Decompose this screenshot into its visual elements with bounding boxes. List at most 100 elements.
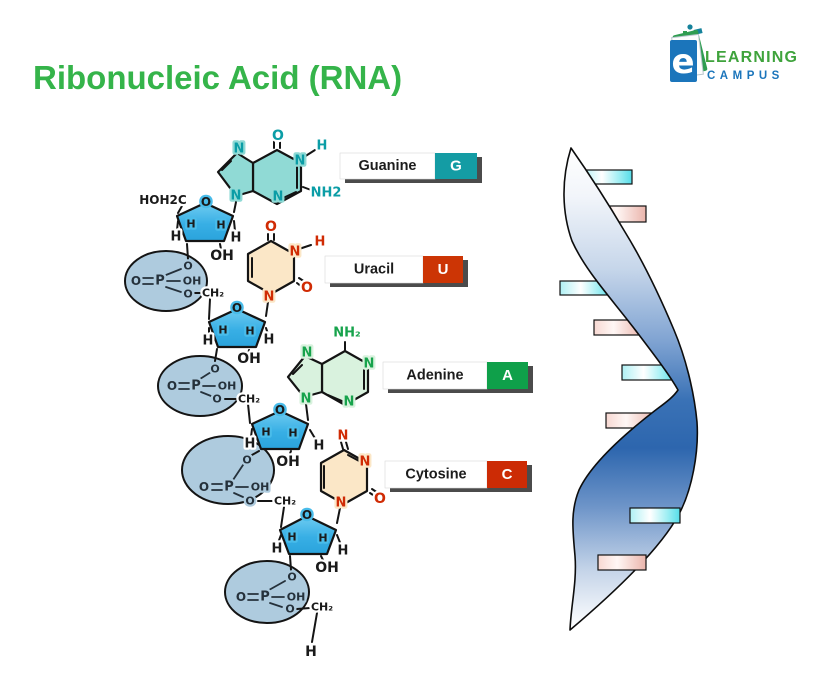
atom-label: N bbox=[301, 392, 312, 407]
atom-label: CH₂ bbox=[311, 601, 333, 614]
atom-label: N bbox=[336, 496, 347, 511]
atom-label: O bbox=[301, 280, 313, 296]
ribose-2 bbox=[207, 307, 267, 349]
base-name-text: Cytosine bbox=[405, 467, 466, 483]
atom-label: N bbox=[231, 189, 242, 204]
label-name-box bbox=[382, 361, 488, 390]
atom-label: H bbox=[231, 231, 242, 246]
atom-label: O bbox=[131, 274, 141, 288]
atom-label: OH bbox=[218, 380, 237, 393]
atom-label: O bbox=[212, 393, 221, 406]
ribose-3 bbox=[250, 409, 310, 451]
atom-label: H bbox=[203, 334, 214, 349]
adenine-ring bbox=[286, 341, 370, 407]
base-label-uracil: Uracil U bbox=[324, 255, 468, 287]
atom-label: CH₂ bbox=[274, 495, 296, 508]
phosphate-1 bbox=[124, 250, 208, 312]
phosphate-bonds bbox=[142, 268, 286, 608]
book-icon: e bbox=[670, 24, 708, 82]
label-letter-box bbox=[435, 153, 477, 179]
atom-label: OH bbox=[315, 560, 339, 576]
atom-label: NH₂ bbox=[333, 326, 360, 341]
helix-bars-front bbox=[597, 507, 681, 571]
atom-label: N bbox=[273, 190, 284, 205]
atom-label: O bbox=[287, 571, 296, 584]
atom-label: N bbox=[344, 395, 355, 410]
atom-label: O bbox=[302, 508, 312, 522]
atom-label: HOH2C bbox=[139, 193, 187, 207]
label-letter-box bbox=[423, 256, 463, 283]
base-label-adenine: Adenine A bbox=[382, 361, 533, 393]
base-name-text: Adenine bbox=[406, 368, 463, 384]
atom-label: H bbox=[272, 542, 283, 557]
helix-base-bar-cyan bbox=[629, 507, 681, 524]
atom-label: H bbox=[218, 324, 227, 337]
phosphate-3 bbox=[181, 435, 275, 505]
atom-label: H bbox=[171, 230, 182, 245]
label-letter-box bbox=[487, 362, 528, 389]
atom-label: H bbox=[216, 219, 225, 232]
atom-label: P bbox=[260, 590, 270, 605]
atom-label: OH bbox=[287, 591, 306, 604]
atom-label: OH bbox=[237, 351, 261, 367]
logo-campus-text: CAMPUS bbox=[707, 70, 784, 82]
phosphate-4 bbox=[224, 560, 310, 624]
atom-label: O bbox=[232, 301, 242, 315]
atom-label: H bbox=[261, 426, 270, 439]
logo-learning-text: LEARNING bbox=[705, 49, 798, 66]
atom-label: O bbox=[167, 379, 177, 393]
atom-label: O bbox=[183, 260, 192, 273]
label-name-box bbox=[324, 255, 424, 284]
atom-label: H bbox=[338, 544, 349, 559]
atom-label: OH bbox=[251, 481, 270, 494]
rna-helix bbox=[559, 147, 699, 631]
base-letter-text: A bbox=[502, 367, 513, 384]
atom-label: H bbox=[245, 437, 256, 452]
atom-label: N bbox=[264, 290, 275, 305]
atom-label: N bbox=[295, 154, 306, 169]
base-name-text: Guanine bbox=[358, 158, 416, 174]
atom-label: H bbox=[287, 531, 296, 544]
atom-label: O bbox=[285, 603, 294, 616]
atom-label: NH2 bbox=[311, 186, 342, 201]
base-letter-text: C bbox=[502, 466, 513, 483]
atom-label: H bbox=[186, 218, 195, 231]
atom-label: CH₂ bbox=[202, 287, 224, 300]
uracil-ring bbox=[246, 233, 312, 296]
atom-label: O bbox=[242, 454, 251, 467]
atom-label: O bbox=[201, 195, 211, 209]
helix-base-bar-pink bbox=[597, 554, 647, 571]
logo-e: e bbox=[671, 42, 694, 82]
ribose-4 bbox=[278, 514, 338, 556]
atom-label: O bbox=[265, 219, 277, 235]
atom-label: O bbox=[183, 288, 192, 301]
atom-label: H bbox=[318, 532, 327, 545]
page-title: Ribonucleic Acid (RNA) bbox=[33, 59, 402, 96]
atom-label: P bbox=[224, 480, 234, 495]
chain-bonds bbox=[176, 201, 342, 643]
atom-label: N bbox=[364, 357, 375, 372]
atom-label: OH bbox=[183, 275, 202, 288]
elearning-logo: e LEARNING CAMPUS bbox=[670, 24, 798, 82]
atom-label: N bbox=[290, 245, 301, 260]
atom-label: OH bbox=[210, 248, 234, 264]
phosphate-2 bbox=[157, 355, 243, 417]
atom-label: O bbox=[199, 480, 209, 494]
ribose-sugars bbox=[175, 201, 338, 556]
atom-label: O bbox=[374, 491, 386, 507]
base-name-text: Uracil bbox=[354, 262, 394, 278]
base-letter-text: U bbox=[438, 261, 449, 278]
label-name-box bbox=[339, 152, 436, 180]
cytosine-ring bbox=[319, 441, 379, 506]
atom-label: CH₂ bbox=[238, 393, 260, 406]
atom-label: H bbox=[264, 333, 275, 348]
atom-label: P bbox=[191, 379, 201, 394]
atom-label: O bbox=[210, 363, 219, 376]
guanine-ring bbox=[216, 140, 316, 206]
atom-label: H bbox=[305, 644, 317, 660]
